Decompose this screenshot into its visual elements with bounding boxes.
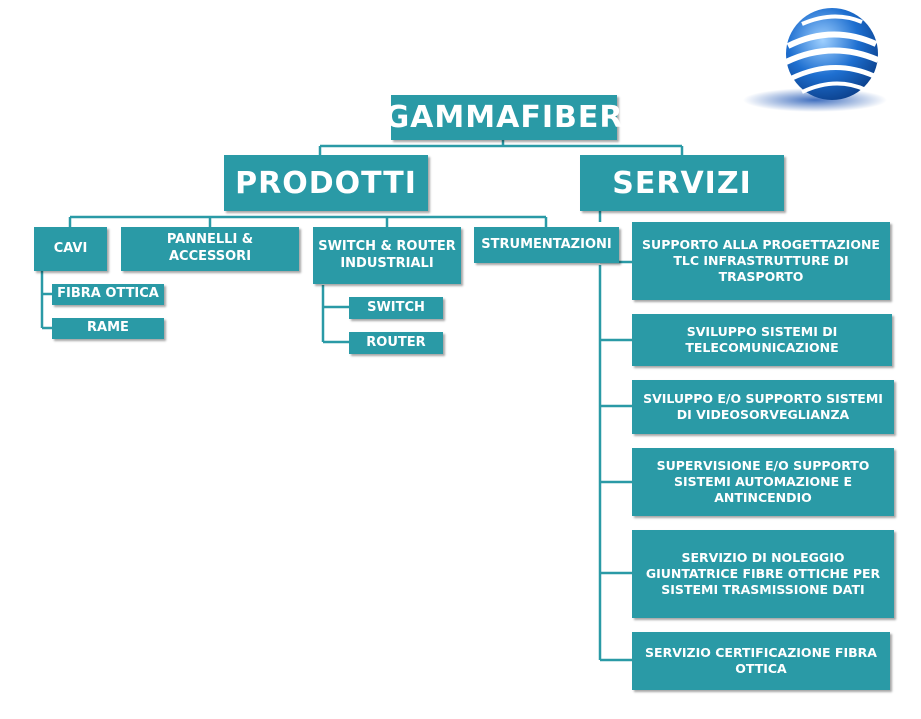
item-fibra-ottica: FIBRA OTTICA: [52, 284, 164, 305]
root-node: GAMMAFIBER: [385, 95, 622, 140]
group-strumentazioni: STRUMENTAZIONI: [474, 227, 619, 263]
service-item: SERVIZIO DI NOLEGGIO GIUNTATRICE FIBRE O…: [632, 530, 894, 618]
group-switch-router: SWITCH & ROUTER INDUSTRIALI: [313, 227, 461, 284]
item-switch: SWITCH: [349, 297, 443, 319]
category-prodotti: PRODOTTI: [224, 155, 428, 211]
group-pannelli-accessori: PANNELLI & ACCESSORI: [121, 227, 299, 271]
service-item: SUPPORTO ALLA PROGETTAZIONE TLC INFRASTR…: [632, 222, 890, 300]
service-item: SVILUPPO SISTEMI DI TELECOMUNICAZIONE: [632, 314, 892, 366]
category-servizi: SERVIZI: [580, 155, 784, 211]
globe-logo-icon: [743, 8, 887, 112]
service-item: SVILUPPO E/O SUPPORTO SISTEMI DI VIDEOSO…: [632, 380, 894, 434]
item-rame: RAME: [52, 318, 164, 339]
item-router: ROUTER: [349, 332, 443, 354]
service-item: SUPERVISIONE E/O SUPPORTO SISTEMI AUTOMA…: [632, 448, 894, 516]
group-cavi: CAVI: [34, 227, 107, 271]
service-item: SERVIZIO CERTIFICAZIONE FIBRA OTTICA: [632, 632, 890, 690]
